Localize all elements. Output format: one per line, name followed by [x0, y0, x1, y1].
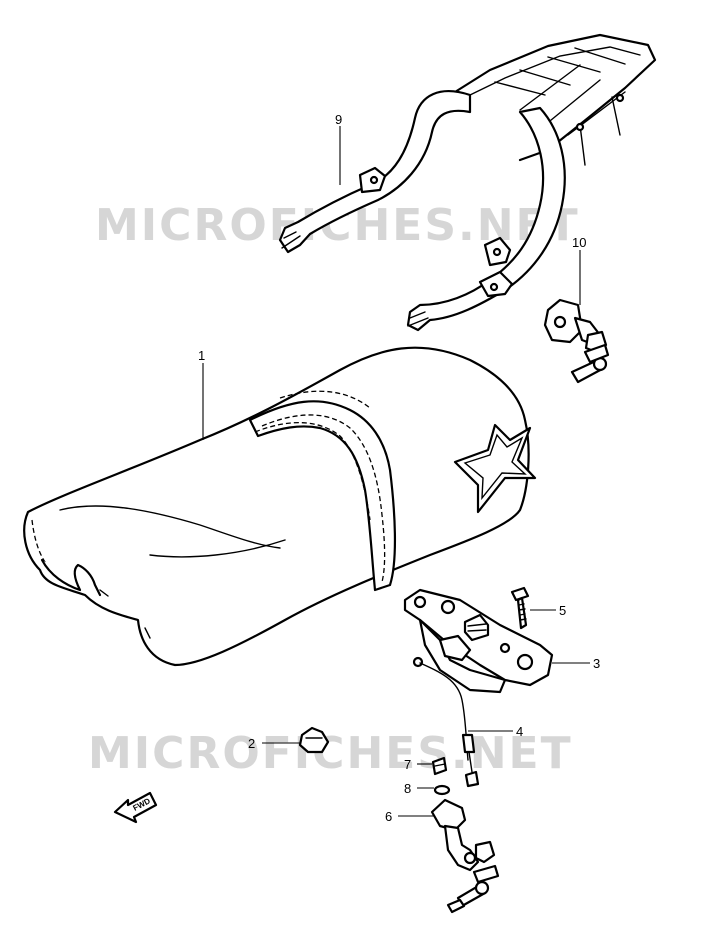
callout-7: 7	[404, 757, 411, 772]
part-4-cable	[412, 656, 480, 788]
part-10-seat-lock	[543, 298, 610, 384]
callout-3: 3	[593, 656, 600, 671]
part-8-washer	[433, 784, 451, 796]
callout-5: 5	[559, 603, 566, 618]
callout-9: 9	[335, 112, 342, 127]
callout-4: 4	[516, 724, 523, 739]
callout-2: 2	[248, 736, 255, 751]
callout-6: 6	[385, 809, 392, 824]
part-7-bolt	[431, 756, 448, 776]
callout-1: 1	[198, 348, 205, 363]
part-6-lock-assembly	[430, 798, 500, 914]
part-3-bracket	[403, 588, 554, 694]
part-1-seat	[23, 346, 537, 667]
part-5-screw	[510, 586, 530, 630]
part-2-cushion	[298, 726, 330, 754]
callout-8: 8	[404, 781, 411, 796]
watermark-bottom: MICROFICHES.NET	[88, 728, 573, 779]
fwd-arrow: FWD	[113, 791, 158, 824]
leader-lines	[202, 126, 590, 817]
callout-10: 10	[572, 235, 586, 250]
part-9-rear-carrier	[278, 33, 657, 332]
callout-labels: 1 2 3 4 5 6 7 8 9 10	[198, 112, 600, 824]
